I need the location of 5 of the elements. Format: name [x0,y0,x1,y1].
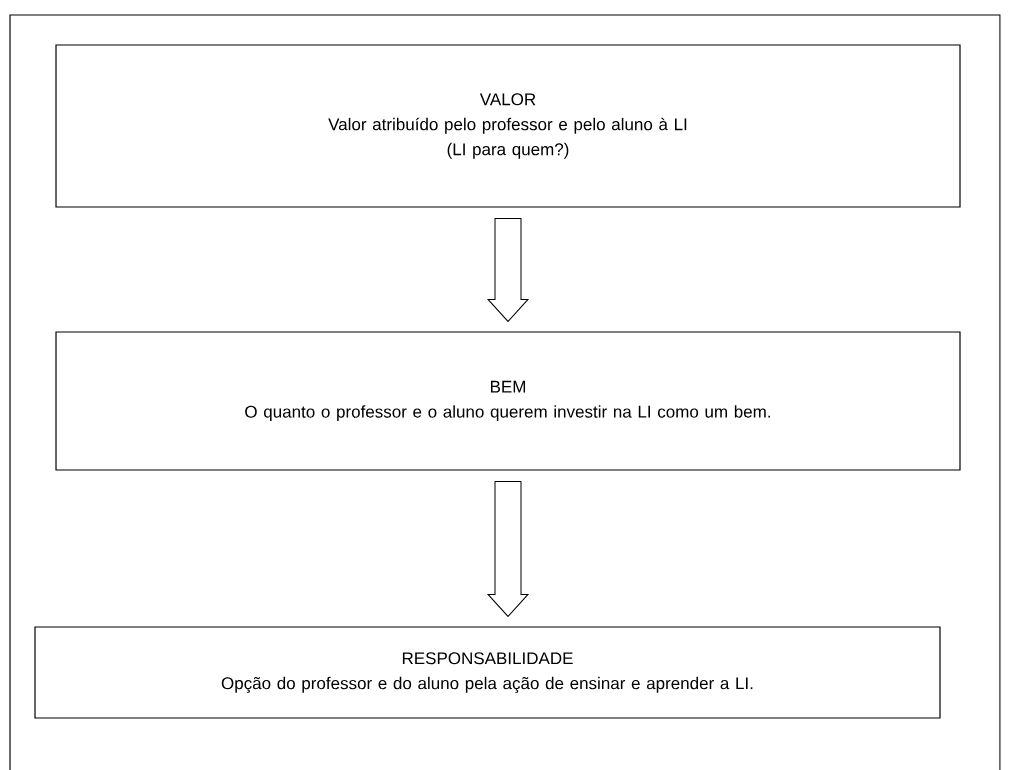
process-box: BEM O quanto o professor e o aluno querem investir na LI como um bem. [55,331,961,471]
block-arrow [487,481,529,617]
process-box: VALOR Valor atribuído pelo professor e pelo aluno à LI (LI para quem?) [55,44,961,208]
block-arrow [487,218,529,322]
process-box: RESPONSABILIDADE Opção do professor e do aluno pela ação de ensinar e aprender a LI. [34,626,941,719]
